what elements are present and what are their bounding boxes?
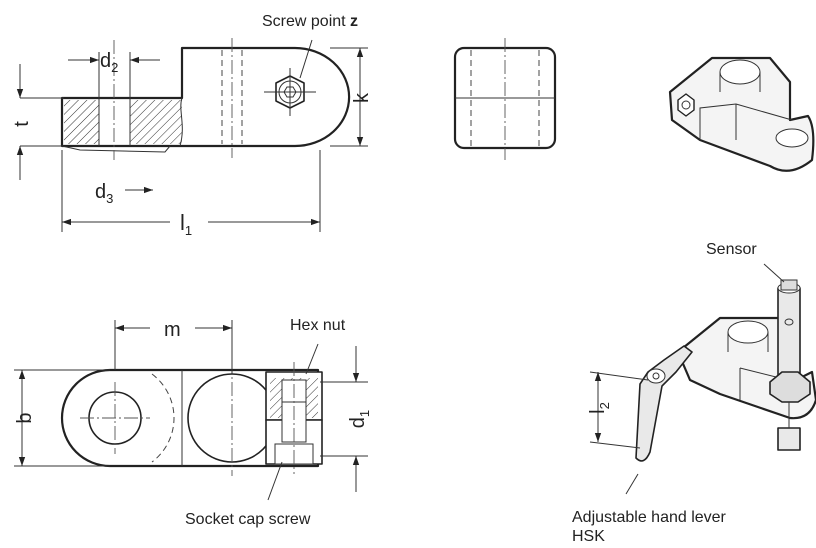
dim-l1: l1 — [180, 210, 192, 238]
screw-point-label: Screw point z — [262, 13, 358, 30]
sensor-label: Sensor — [706, 241, 757, 258]
dim-d1: d1 — [347, 410, 372, 428]
top-view-dimensions — [14, 320, 368, 501]
hand-lever-label-line1: Adjustable hand lever — [572, 509, 727, 526]
dim-d3: d3 — [95, 181, 113, 206]
socket-cap-screw-label: Socket cap screw — [185, 511, 311, 528]
hex-nut-label: Hex nut — [290, 317, 346, 334]
dim-m: m — [164, 319, 181, 341]
dim-d2: d2 — [100, 50, 118, 75]
dim-k: k — [351, 92, 373, 103]
hand-lever-label-line2: HSK — [572, 528, 605, 545]
dim-l2: l2 — [587, 402, 612, 414]
assembly-view — [589, 263, 816, 495]
dim-t: t — [11, 121, 33, 127]
isometric-view — [668, 56, 815, 172]
side-view — [60, 38, 351, 160]
top-view — [60, 360, 323, 476]
end-view — [453, 38, 557, 160]
side-view-dimensions — [16, 47, 368, 232]
dim-b: b — [14, 412, 36, 423]
